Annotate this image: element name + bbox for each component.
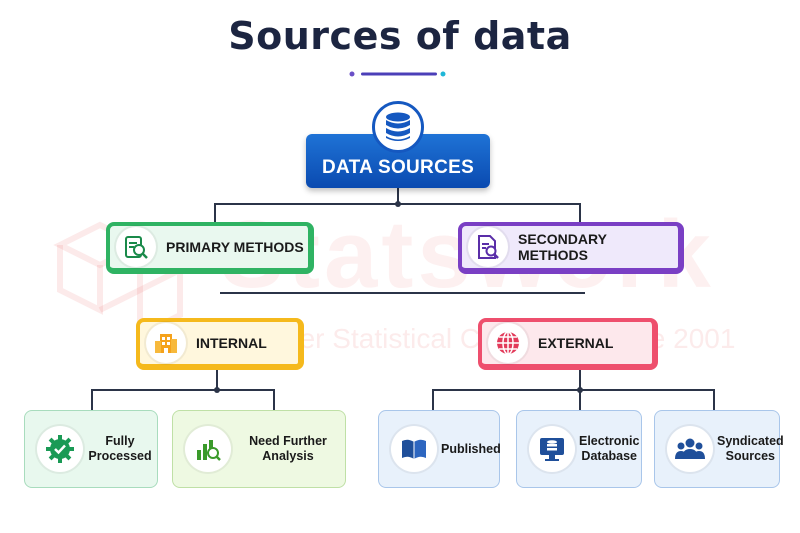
database-icon: [372, 101, 424, 153]
globe-icon: [488, 323, 528, 363]
external-label: EXTERNAL: [538, 335, 614, 351]
leaf-published: Published: [378, 410, 501, 488]
leaf-label: Published: [441, 441, 501, 456]
secondary-methods-node: SECONDARY METHODS: [458, 222, 684, 274]
gear-check-icon: [37, 426, 83, 472]
title-underline: [349, 71, 446, 77]
primary-methods-label: PRIMARY METHODS: [166, 239, 304, 255]
building-icon: [146, 323, 186, 363]
data-sources-label: DATA SOURCES: [321, 157, 475, 178]
chart-search-icon: [185, 426, 231, 472]
users-icon: [667, 426, 713, 472]
internal-node: INTERNAL: [136, 318, 304, 370]
secondary-methods-label: SECONDARY METHODS: [518, 231, 607, 263]
external-node: EXTERNAL: [478, 318, 658, 370]
clipboard-search-icon: [116, 227, 156, 267]
book-icon: [391, 426, 437, 472]
page-title: Sources of data: [228, 14, 572, 58]
internal-label: INTERNAL: [196, 335, 267, 351]
monitor-database-icon: [529, 426, 575, 472]
primary-methods-node: PRIMARY METHODS: [106, 222, 314, 274]
document-search-icon: [468, 227, 508, 267]
